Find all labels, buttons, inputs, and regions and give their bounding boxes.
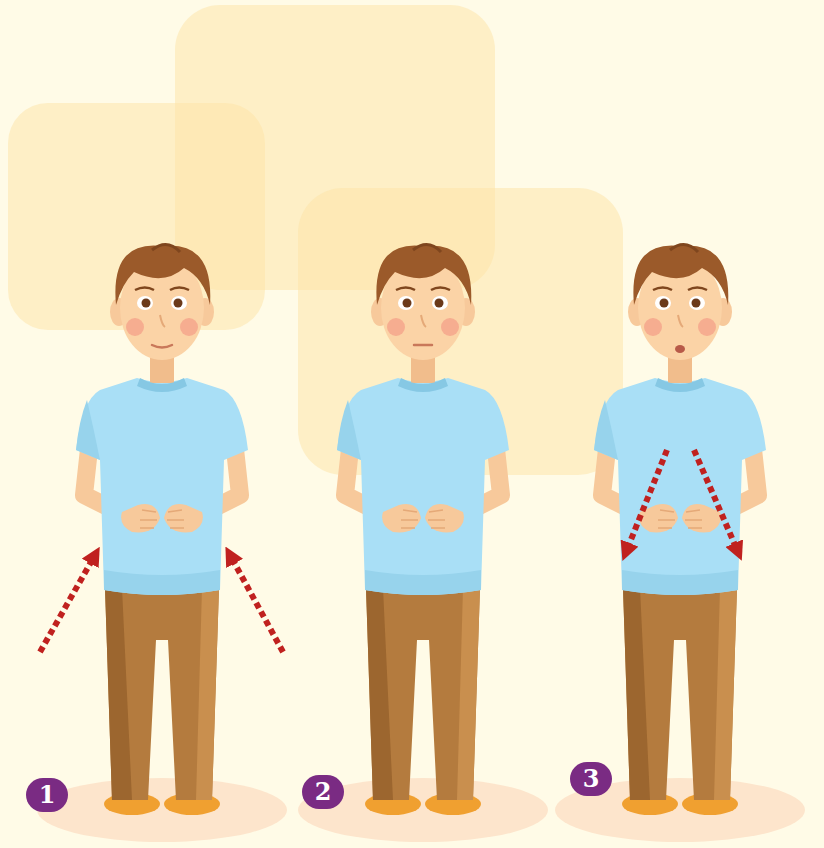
callout-number: 1 bbox=[26, 778, 68, 812]
callout-number: 3 bbox=[570, 762, 612, 796]
callout-number: 2 bbox=[302, 775, 344, 809]
